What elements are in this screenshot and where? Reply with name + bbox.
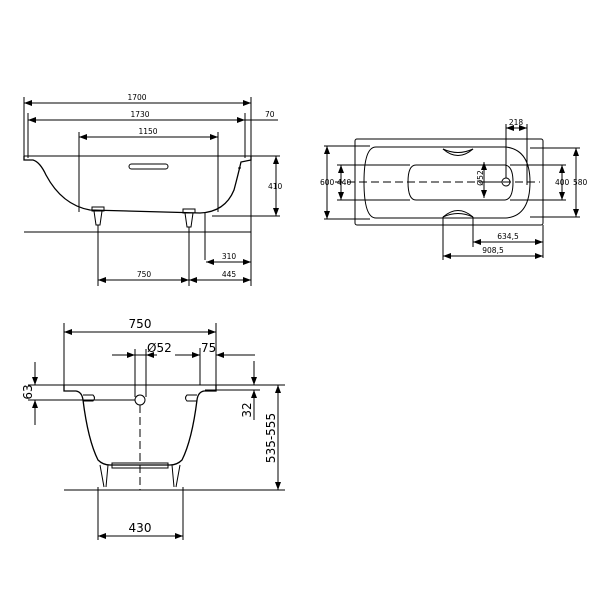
leg-right <box>182 208 196 232</box>
overflow-slot <box>128 163 169 170</box>
dim-label-leg-spacing-front: 430 <box>129 521 152 535</box>
handle-bottom <box>442 210 474 218</box>
dim-label-leg-to-end: 445 <box>222 270 237 279</box>
tub-side-profile <box>23 156 252 214</box>
dim-label-inner-width-left: 440 <box>337 178 352 187</box>
leg-left <box>91 206 105 232</box>
dim-label-handle-to-end: 634,5 <box>497 232 519 241</box>
dim-label-drain-offset: 310 <box>222 252 237 261</box>
dim-label-drain-to-end: 218 <box>509 118 524 127</box>
dim-label-rim-thickness: 63 <box>21 384 35 399</box>
dim-label-overall-length: 1700 <box>127 93 146 102</box>
dim-label-rim-overhang: 70 <box>265 110 275 119</box>
overflow-circle <box>134 394 146 406</box>
dim-label-total-height: 535-555 <box>264 413 278 463</box>
dim-label-handle-outer-to-end: 908,5 <box>482 246 504 255</box>
dim-label-rim-width: 580 <box>573 178 588 187</box>
dim-label-depth: 410 <box>268 182 283 191</box>
dim-label-handle-offset: 75 <box>201 341 216 355</box>
foot-right <box>171 464 181 488</box>
dim-label-rim-length: 1730 <box>130 110 149 119</box>
handle-left <box>83 394 95 402</box>
handle-top <box>442 148 474 156</box>
dim-label-leg-spacing: 750 <box>137 270 152 279</box>
dim-label-outer-width: 600 <box>320 178 335 187</box>
foot-left <box>99 464 109 488</box>
dim-label-drain-diameter: Ø52 <box>476 170 485 186</box>
dim-label-handle-drop: 32 <box>240 402 254 417</box>
dim-label-inner-width-right: 400 <box>555 178 570 187</box>
side-view: 1700 1730 70 1150 <box>23 93 283 286</box>
front-view: 750 Ø52 75 63 32 <box>21 317 285 540</box>
dim-label-overflow-diameter: Ø52 <box>147 341 172 355</box>
dim-label-top-width: 750 <box>129 317 152 331</box>
top-view: 218 Ø52 600 440 400 580 634,5 908,5 <box>320 118 588 260</box>
handle-right <box>185 394 197 402</box>
dim-label-inner-length: 1150 <box>138 127 157 136</box>
